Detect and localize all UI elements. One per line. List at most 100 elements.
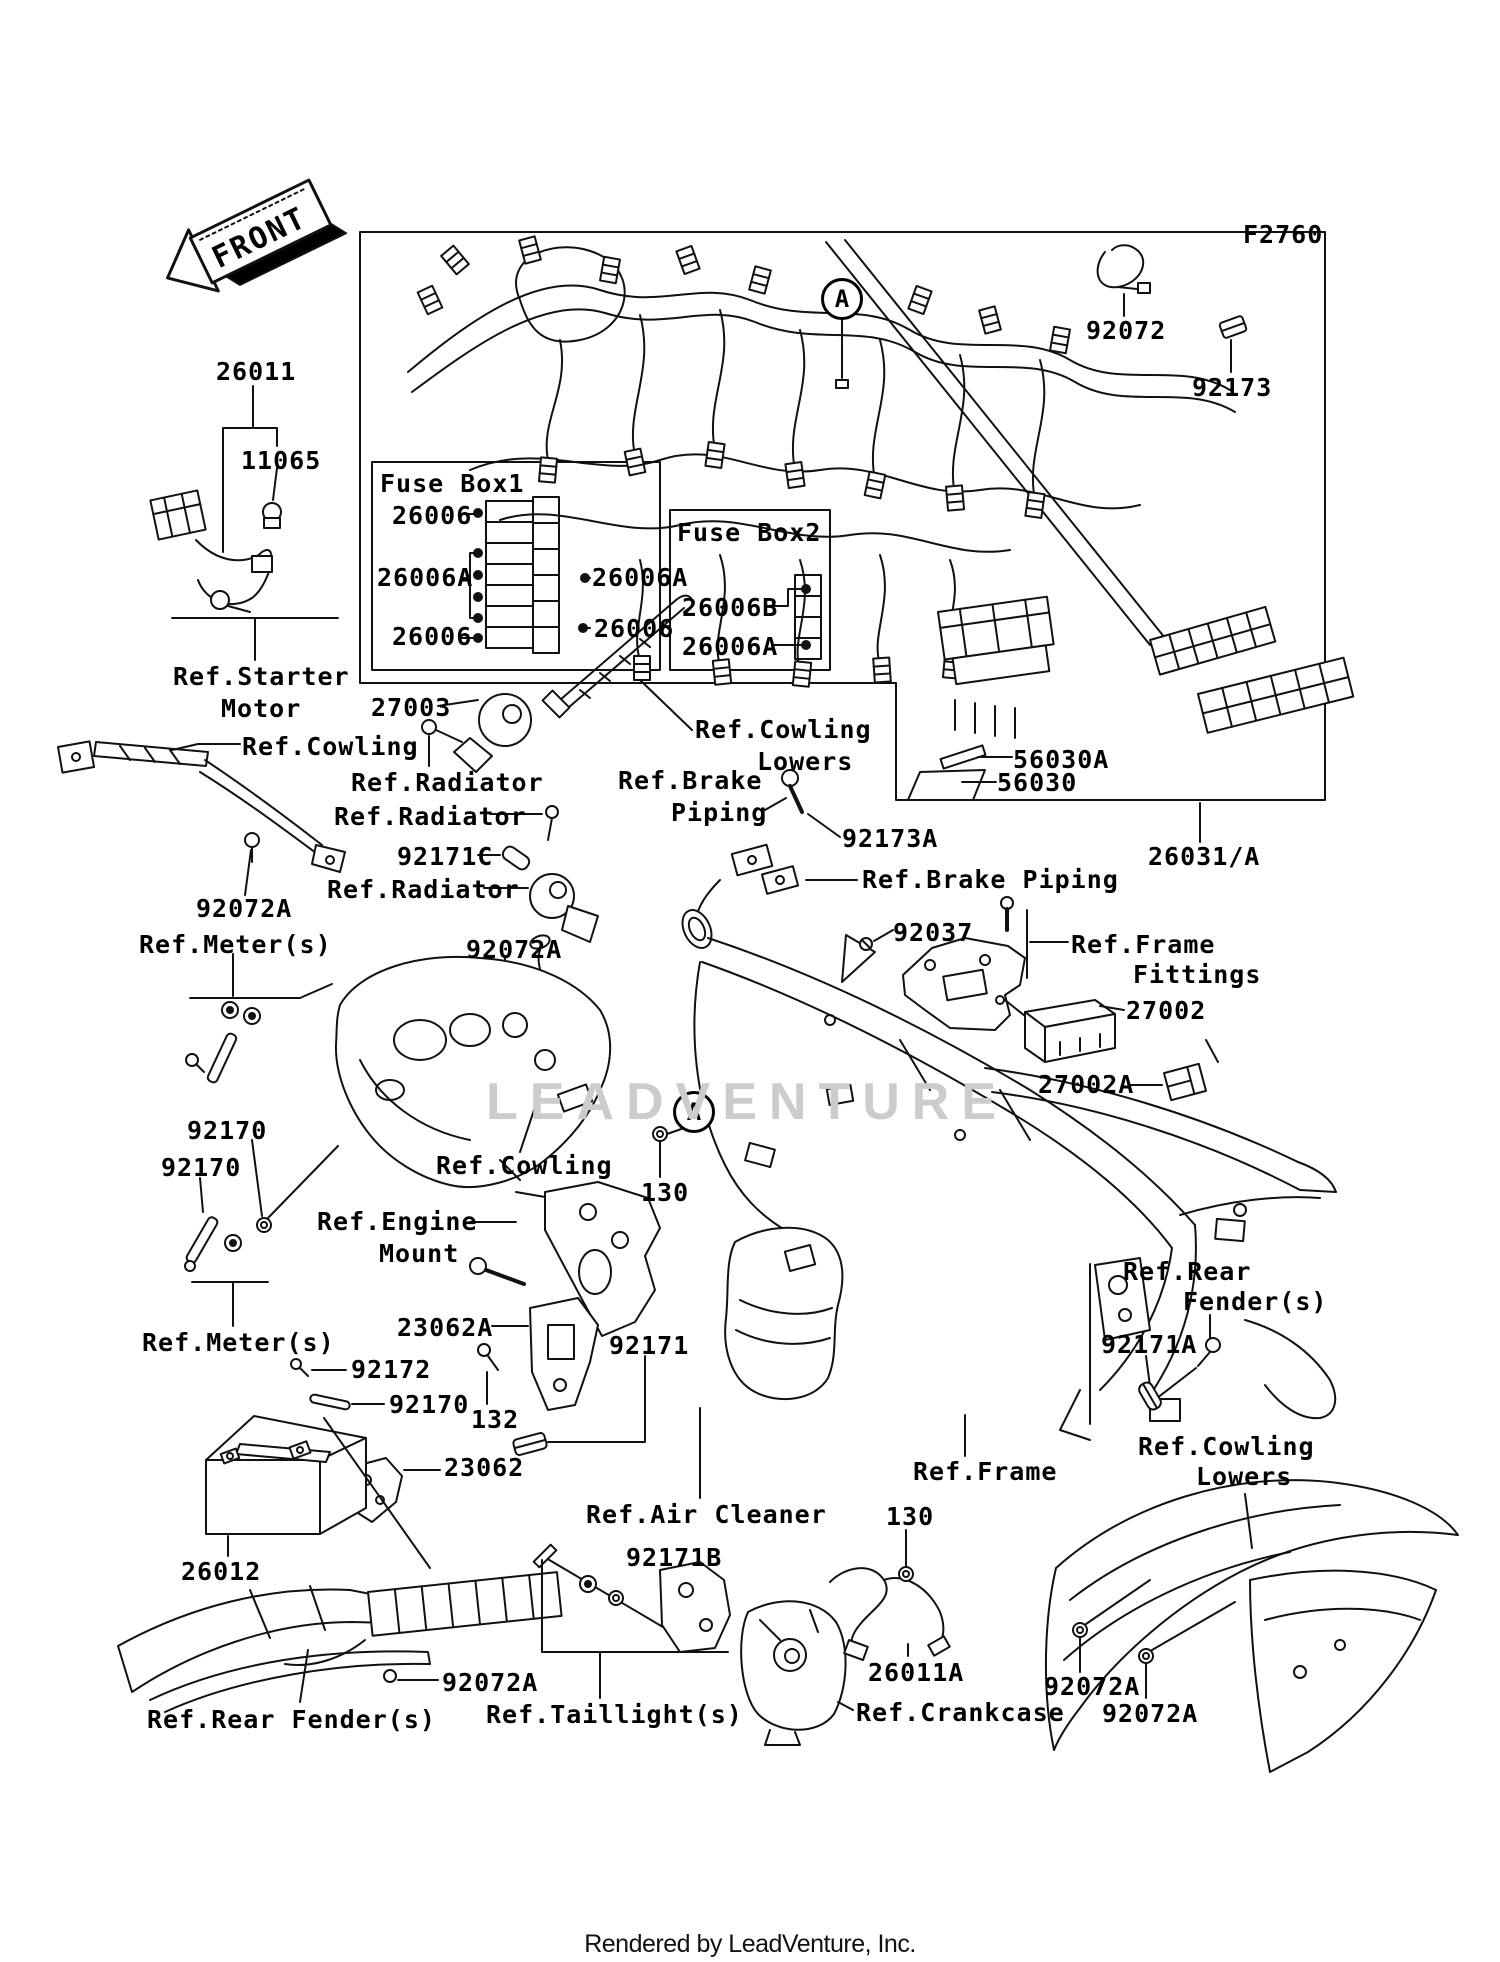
ref-label: Motor <box>221 694 302 723</box>
part-number-label: 26011 <box>216 357 297 386</box>
part-number-label: 92172 <box>351 1355 432 1384</box>
ref-label: Ref.Starter <box>173 662 350 691</box>
part-number-label: 92037 <box>893 918 974 947</box>
part-number-label: 56030A <box>1013 745 1110 774</box>
ecu-27002-art <box>1025 1000 1124 1062</box>
clamp-92171-art <box>512 1356 645 1456</box>
ref-label: Fender(s) <box>1183 1287 1328 1316</box>
part-number-label: 92173 <box>1192 373 1273 402</box>
ref-label: Ref.Rear Fender(s) <box>147 1705 436 1734</box>
ref-label: Ref.Radiator <box>334 802 527 831</box>
part-number-label: 92171B <box>626 1543 723 1572</box>
footer-credit: Rendered by LeadVenture, Inc. <box>584 1930 916 1958</box>
part-number-label: 23062 <box>444 1453 525 1482</box>
box-title-label: Fuse Box1 <box>380 469 525 498</box>
part-number-label: 92171 <box>609 1331 690 1360</box>
callout-leaders <box>652 317 1200 1177</box>
part-number-label: 92072 <box>1086 316 1167 345</box>
switch-26011-art <box>150 386 338 660</box>
ref-label: Ref.Frame <box>1071 930 1216 959</box>
part-number-label: 92171C <box>397 842 494 871</box>
front-arrow: FRONT <box>153 168 346 312</box>
ref-label: Ref.Frame <box>913 1457 1058 1486</box>
part-number-label: 92171A <box>1101 1330 1198 1359</box>
rear-fender-right-leaders <box>1090 1264 1220 1424</box>
part-number-label: 26006 <box>392 622 473 651</box>
ref-label: Ref.Cowling <box>695 715 872 744</box>
bracket-23062A-art <box>478 1298 598 1410</box>
ref-label: Ref.Brake <box>618 766 763 795</box>
part-number-label: 26031/A <box>1148 842 1261 871</box>
ref-label: Ref.Cowling <box>436 1151 613 1180</box>
harness-outline-box <box>360 232 1325 800</box>
crankcase-art <box>741 1601 853 1745</box>
rear-fender-art <box>118 1572 562 1712</box>
ref-label: Lowers <box>1196 1462 1293 1491</box>
part-number-label: 26006B <box>682 593 779 622</box>
meter-pins-art <box>185 1140 338 1326</box>
meter-hardware-art <box>186 954 332 1084</box>
ref-label: Ref.Air Cleaner <box>586 1500 827 1529</box>
part-number-label: 92173A <box>842 824 939 853</box>
frame-fittings-art <box>842 897 1068 1030</box>
ref-label: Ref.Cowling <box>1138 1432 1315 1461</box>
relay-27002A-art <box>1130 1040 1218 1100</box>
part-number-label: 92072A <box>466 935 563 964</box>
ref-label: Lowers <box>757 747 854 776</box>
ref-label: Ref.Taillight(s) <box>486 1700 743 1729</box>
ref-label: Ref.Crankcase <box>856 1698 1065 1727</box>
part-number-label: 26012 <box>181 1557 262 1586</box>
inner-cowling-art <box>336 957 610 1187</box>
callout-circle-A: A <box>673 1091 715 1133</box>
part-number-label: 26006 <box>392 501 473 530</box>
part-number-label: 92170 <box>187 1116 268 1145</box>
cowling-lowers-art <box>1046 1480 1458 1772</box>
part-number-label: 23062A <box>397 1313 494 1342</box>
horn-27003-art <box>422 694 531 772</box>
fuse-box2-art <box>670 510 830 670</box>
part-number-label: 26006A <box>682 632 779 661</box>
part-number-label: 56030 <box>997 768 1078 797</box>
cowling-stay-art <box>58 741 345 895</box>
ref-label: Piping <box>671 798 768 827</box>
wiring-harness-art <box>408 235 1353 800</box>
part-number-label: 27003 <box>371 693 452 722</box>
part-number-label: 26006 <box>594 614 675 643</box>
cable-tie-92072-art <box>1098 245 1150 316</box>
engine-mount-art <box>470 1182 660 1336</box>
ref-label: Ref.Brake Piping <box>862 865 1119 894</box>
frame-art <box>677 905 1336 1456</box>
radiator-thermostat-art <box>478 806 598 985</box>
air-cleaner-art <box>700 1228 842 1498</box>
ref-label: Ref.Radiator <box>351 768 544 797</box>
ref-label: Mount <box>379 1239 460 1268</box>
ref-label: Ref.Meter(s) <box>142 1328 335 1357</box>
taillight-hardware-art <box>534 1545 730 1698</box>
fuse-box1-art <box>372 462 660 670</box>
ref-label: Ref.Radiator <box>327 875 520 904</box>
battery-26012-art <box>206 1416 430 1568</box>
part-number-label: 11065 <box>241 446 322 475</box>
part-number-label: 26006A <box>377 563 474 592</box>
part-number-label: 26011A <box>868 1658 965 1687</box>
part-number-label: 92170 <box>161 1153 242 1182</box>
part-number-label: 92072A <box>1102 1699 1199 1728</box>
ref-label: Ref.Meter(s) <box>139 930 332 959</box>
part-number-label: 92170 <box>389 1390 470 1419</box>
box-title-label: Fuse Box2 <box>677 518 822 547</box>
watermark: LEADVENTURE <box>486 1073 1009 1131</box>
part-number-label: 92072A <box>196 894 293 923</box>
part-number-label: F2760 <box>1243 220 1324 249</box>
brake-pipe-art <box>543 596 693 730</box>
clamp-92173-art <box>1219 315 1247 372</box>
ref-label: Ref.Engine <box>317 1207 478 1236</box>
part-number-label: 92072A <box>442 1668 539 1697</box>
part-number-label: 27002A <box>1038 1070 1135 1099</box>
part-number-label: 132 <box>471 1405 520 1434</box>
ref-label: Fittings <box>1133 960 1262 989</box>
callout-circle-A: A <box>821 278 863 320</box>
part-number-label: 26006A <box>592 563 689 592</box>
ref-label: Ref.Rear <box>1123 1257 1252 1286</box>
